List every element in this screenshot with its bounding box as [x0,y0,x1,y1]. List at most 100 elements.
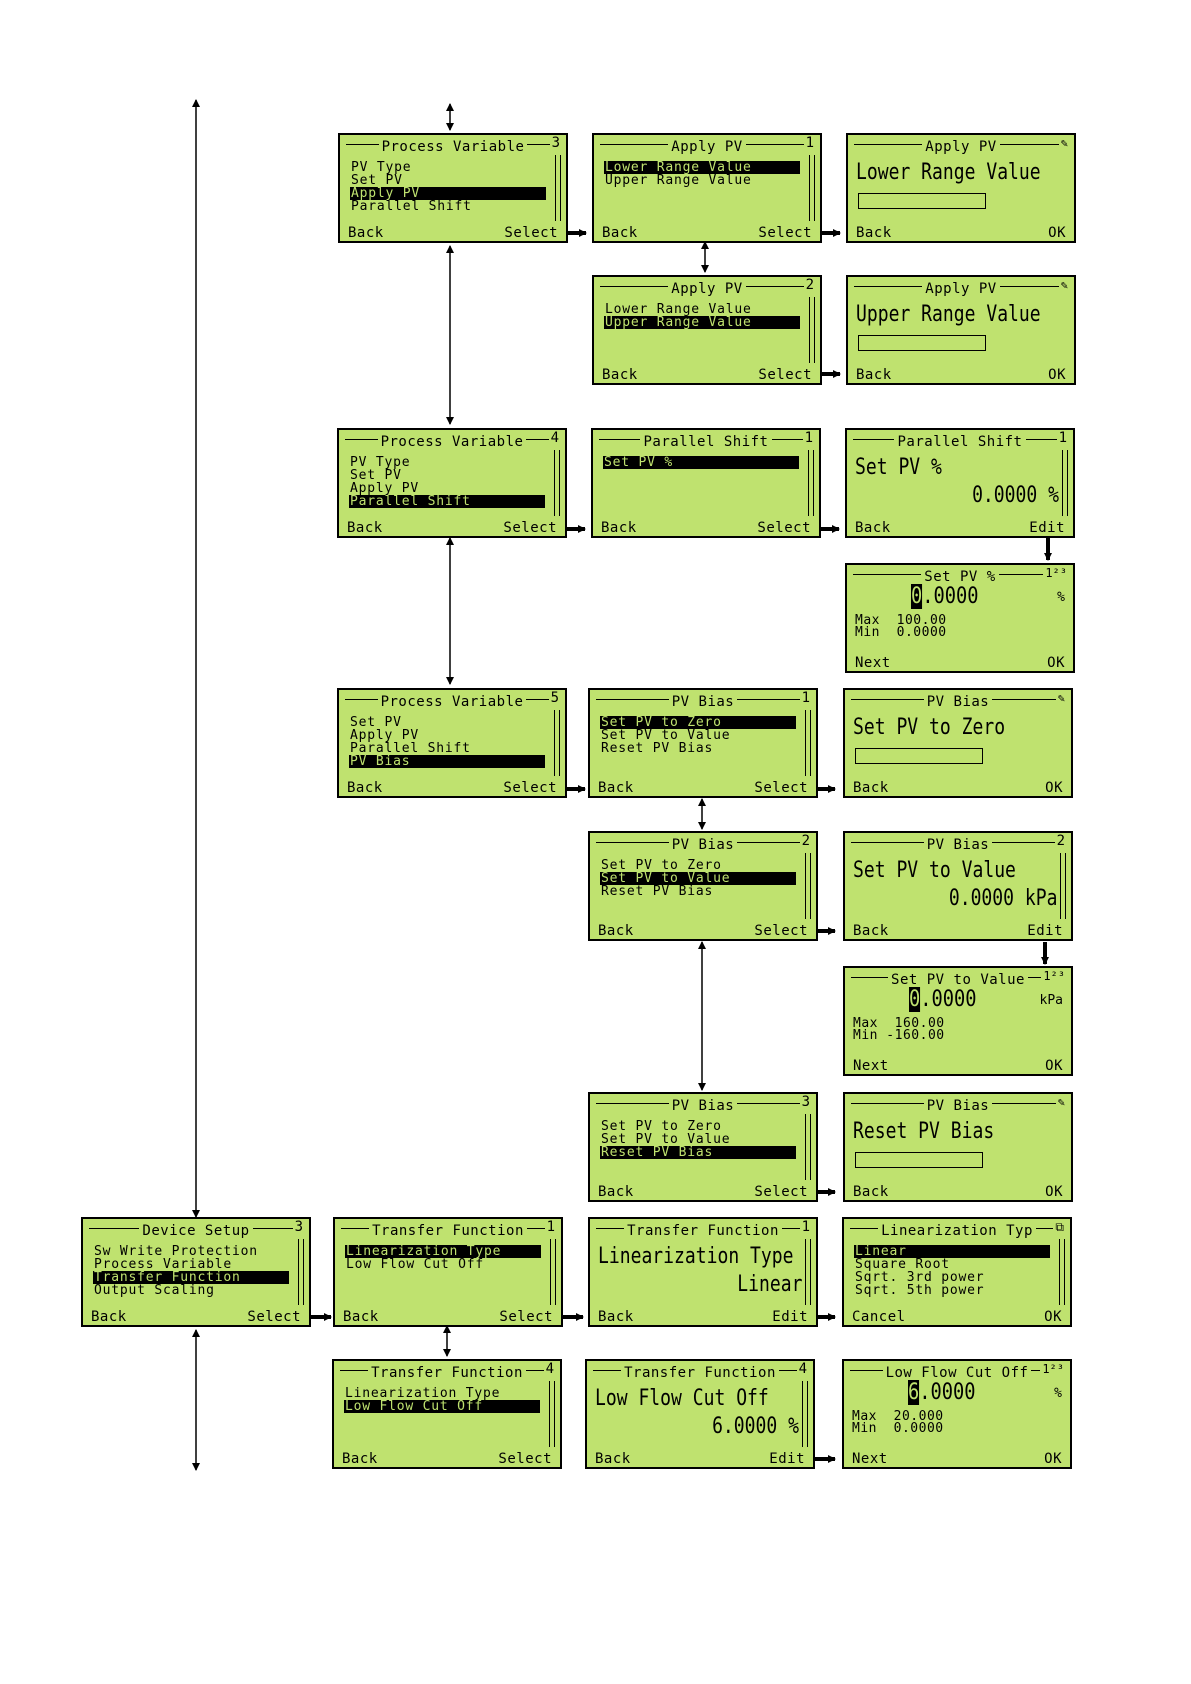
softkey-right[interactable]: OK [1045,1184,1063,1200]
scrollbar[interactable] [809,155,815,221]
softkey-left[interactable]: Next [852,1451,888,1467]
menu-item[interactable]: Set PV [351,173,403,188]
softkey-left[interactable]: Back [601,520,637,536]
menu-item[interactable]: Apply PV [350,728,420,743]
softkey-right[interactable]: Select [754,923,808,939]
edit-value[interactable]: 0.0000 [911,584,979,609]
softkey-right[interactable]: OK [1048,367,1066,383]
softkey-left[interactable]: Next [855,655,891,671]
menu-item[interactable]: Output Scaling [94,1283,215,1298]
menu-item[interactable]: Set PV to Zero [601,858,722,873]
menu-item[interactable]: Upper Range Value [605,173,752,188]
menu-item[interactable]: Upper Range Value [604,316,800,329]
scrollbar[interactable] [555,155,561,221]
softkey-right[interactable]: Select [754,780,808,796]
menu-item[interactable]: Process Variable [94,1257,233,1272]
menu-item[interactable]: Reset PV Bias [600,1146,796,1159]
scrollbar[interactable] [549,1381,555,1447]
menu-item[interactable]: Apply PV [350,187,546,200]
menu-item[interactable]: Reset PV Bias [601,741,714,756]
menu-item[interactable]: PV Bias [349,755,545,768]
menu-item[interactable]: Set PV % [603,456,799,469]
softkey-left[interactable]: Back [602,225,638,241]
scrollbar[interactable] [554,710,560,776]
softkey-right[interactable]: OK [1047,655,1065,671]
softkey-right[interactable]: OK [1044,1451,1062,1467]
softkey-left[interactable]: Back [342,1451,378,1467]
softkey-right[interactable]: Select [504,225,558,241]
softkey-right[interactable]: Select [503,780,557,796]
softkey-right[interactable]: Edit [1027,923,1063,939]
menu-item[interactable]: Linearization Type [345,1245,541,1258]
menu-item[interactable]: PV Type [351,160,412,175]
menu-item[interactable]: Linearization Type [345,1386,501,1401]
softkey-right[interactable]: OK [1045,780,1063,796]
softkey-left[interactable]: Back [595,1451,631,1467]
softkey-right[interactable]: Select [503,520,557,536]
scrollbar[interactable] [802,1381,808,1447]
softkey-left[interactable]: Back [855,520,891,536]
menu-item[interactable]: Sqrt. 5th power [855,1283,985,1298]
menu-item[interactable]: Parallel Shift [351,199,472,214]
scrollbar[interactable] [554,450,560,516]
softkey-left[interactable]: Back [853,923,889,939]
menu-item[interactable]: Low Flow Cut Off [344,1400,540,1413]
softkey-right[interactable]: Select [499,1309,553,1325]
menu-item[interactable]: Set PV [350,468,402,483]
softkey-right[interactable]: Select [758,225,812,241]
scrollbar[interactable] [1062,450,1068,516]
edit-value[interactable]: 0.0000 [909,987,977,1012]
scrollbar[interactable] [550,1239,556,1305]
softkey-left[interactable]: Back [598,1184,634,1200]
menu-item[interactable]: Transfer Function [93,1271,289,1284]
menu-item[interactable]: Set PV to Value [600,872,796,885]
scrollbar[interactable] [1059,1239,1065,1305]
softkey-left[interactable]: Back [598,780,634,796]
softkey-left[interactable]: Back [91,1309,127,1325]
menu-item[interactable]: Set PV to Value [601,1132,731,1147]
menu-item[interactable]: Square Root [855,1257,950,1272]
menu-item[interactable]: Set PV to Zero [600,716,796,729]
menu-item[interactable]: Sqrt. 3rd power [855,1270,985,1285]
softkey-right[interactable]: OK [1048,225,1066,241]
softkey-left[interactable]: Back [347,780,383,796]
softkey-right[interactable]: Select [754,1184,808,1200]
softkey-right[interactable]: Edit [772,1309,808,1325]
menu-item[interactable]: Lower Range Value [605,302,752,317]
softkey-right[interactable]: OK [1045,1058,1063,1074]
menu-item[interactable]: PV Type [350,455,411,470]
menu-item[interactable]: Lower Range Value [604,161,800,174]
menu-item[interactable]: Parallel Shift [350,741,471,756]
scrollbar[interactable] [298,1239,304,1305]
softkey-left[interactable]: Back [347,520,383,536]
scrollbar[interactable] [809,297,815,363]
softkey-right[interactable]: Edit [1029,520,1065,536]
menu-item[interactable]: Linear [854,1245,1050,1258]
menu-item[interactable]: Set PV to Value [601,728,731,743]
softkey-left[interactable]: Back [343,1309,379,1325]
menu-item[interactable]: Reset PV Bias [601,884,714,899]
softkey-left[interactable]: Cancel [852,1309,906,1325]
softkey-left[interactable]: Back [856,367,892,383]
softkey-right[interactable]: Select [247,1309,301,1325]
menu-item[interactable]: Apply PV [350,481,420,496]
softkey-left[interactable]: Back [853,780,889,796]
scrollbar[interactable] [805,853,811,919]
softkey-left[interactable]: Next [853,1058,889,1074]
softkey-left[interactable]: Back [856,225,892,241]
softkey-right[interactable]: Select [757,520,811,536]
scrollbar[interactable] [805,1239,811,1305]
softkey-right[interactable]: Select [498,1451,552,1467]
softkey-right[interactable]: Edit [769,1451,805,1467]
edit-value[interactable]: 6.0000 [908,1380,976,1405]
menu-item[interactable]: Sw Write Protection [94,1244,258,1259]
menu-item[interactable]: Set PV to Zero [601,1119,722,1134]
menu-item[interactable]: Low Flow Cut Off [346,1257,485,1272]
softkey-left[interactable]: Back [598,1309,634,1325]
softkey-left[interactable]: Back [602,367,638,383]
softkey-left[interactable]: Back [598,923,634,939]
scrollbar[interactable] [808,450,814,516]
menu-item[interactable]: Parallel Shift [349,495,545,508]
scrollbar[interactable] [1060,853,1066,919]
softkey-right[interactable]: Select [758,367,812,383]
